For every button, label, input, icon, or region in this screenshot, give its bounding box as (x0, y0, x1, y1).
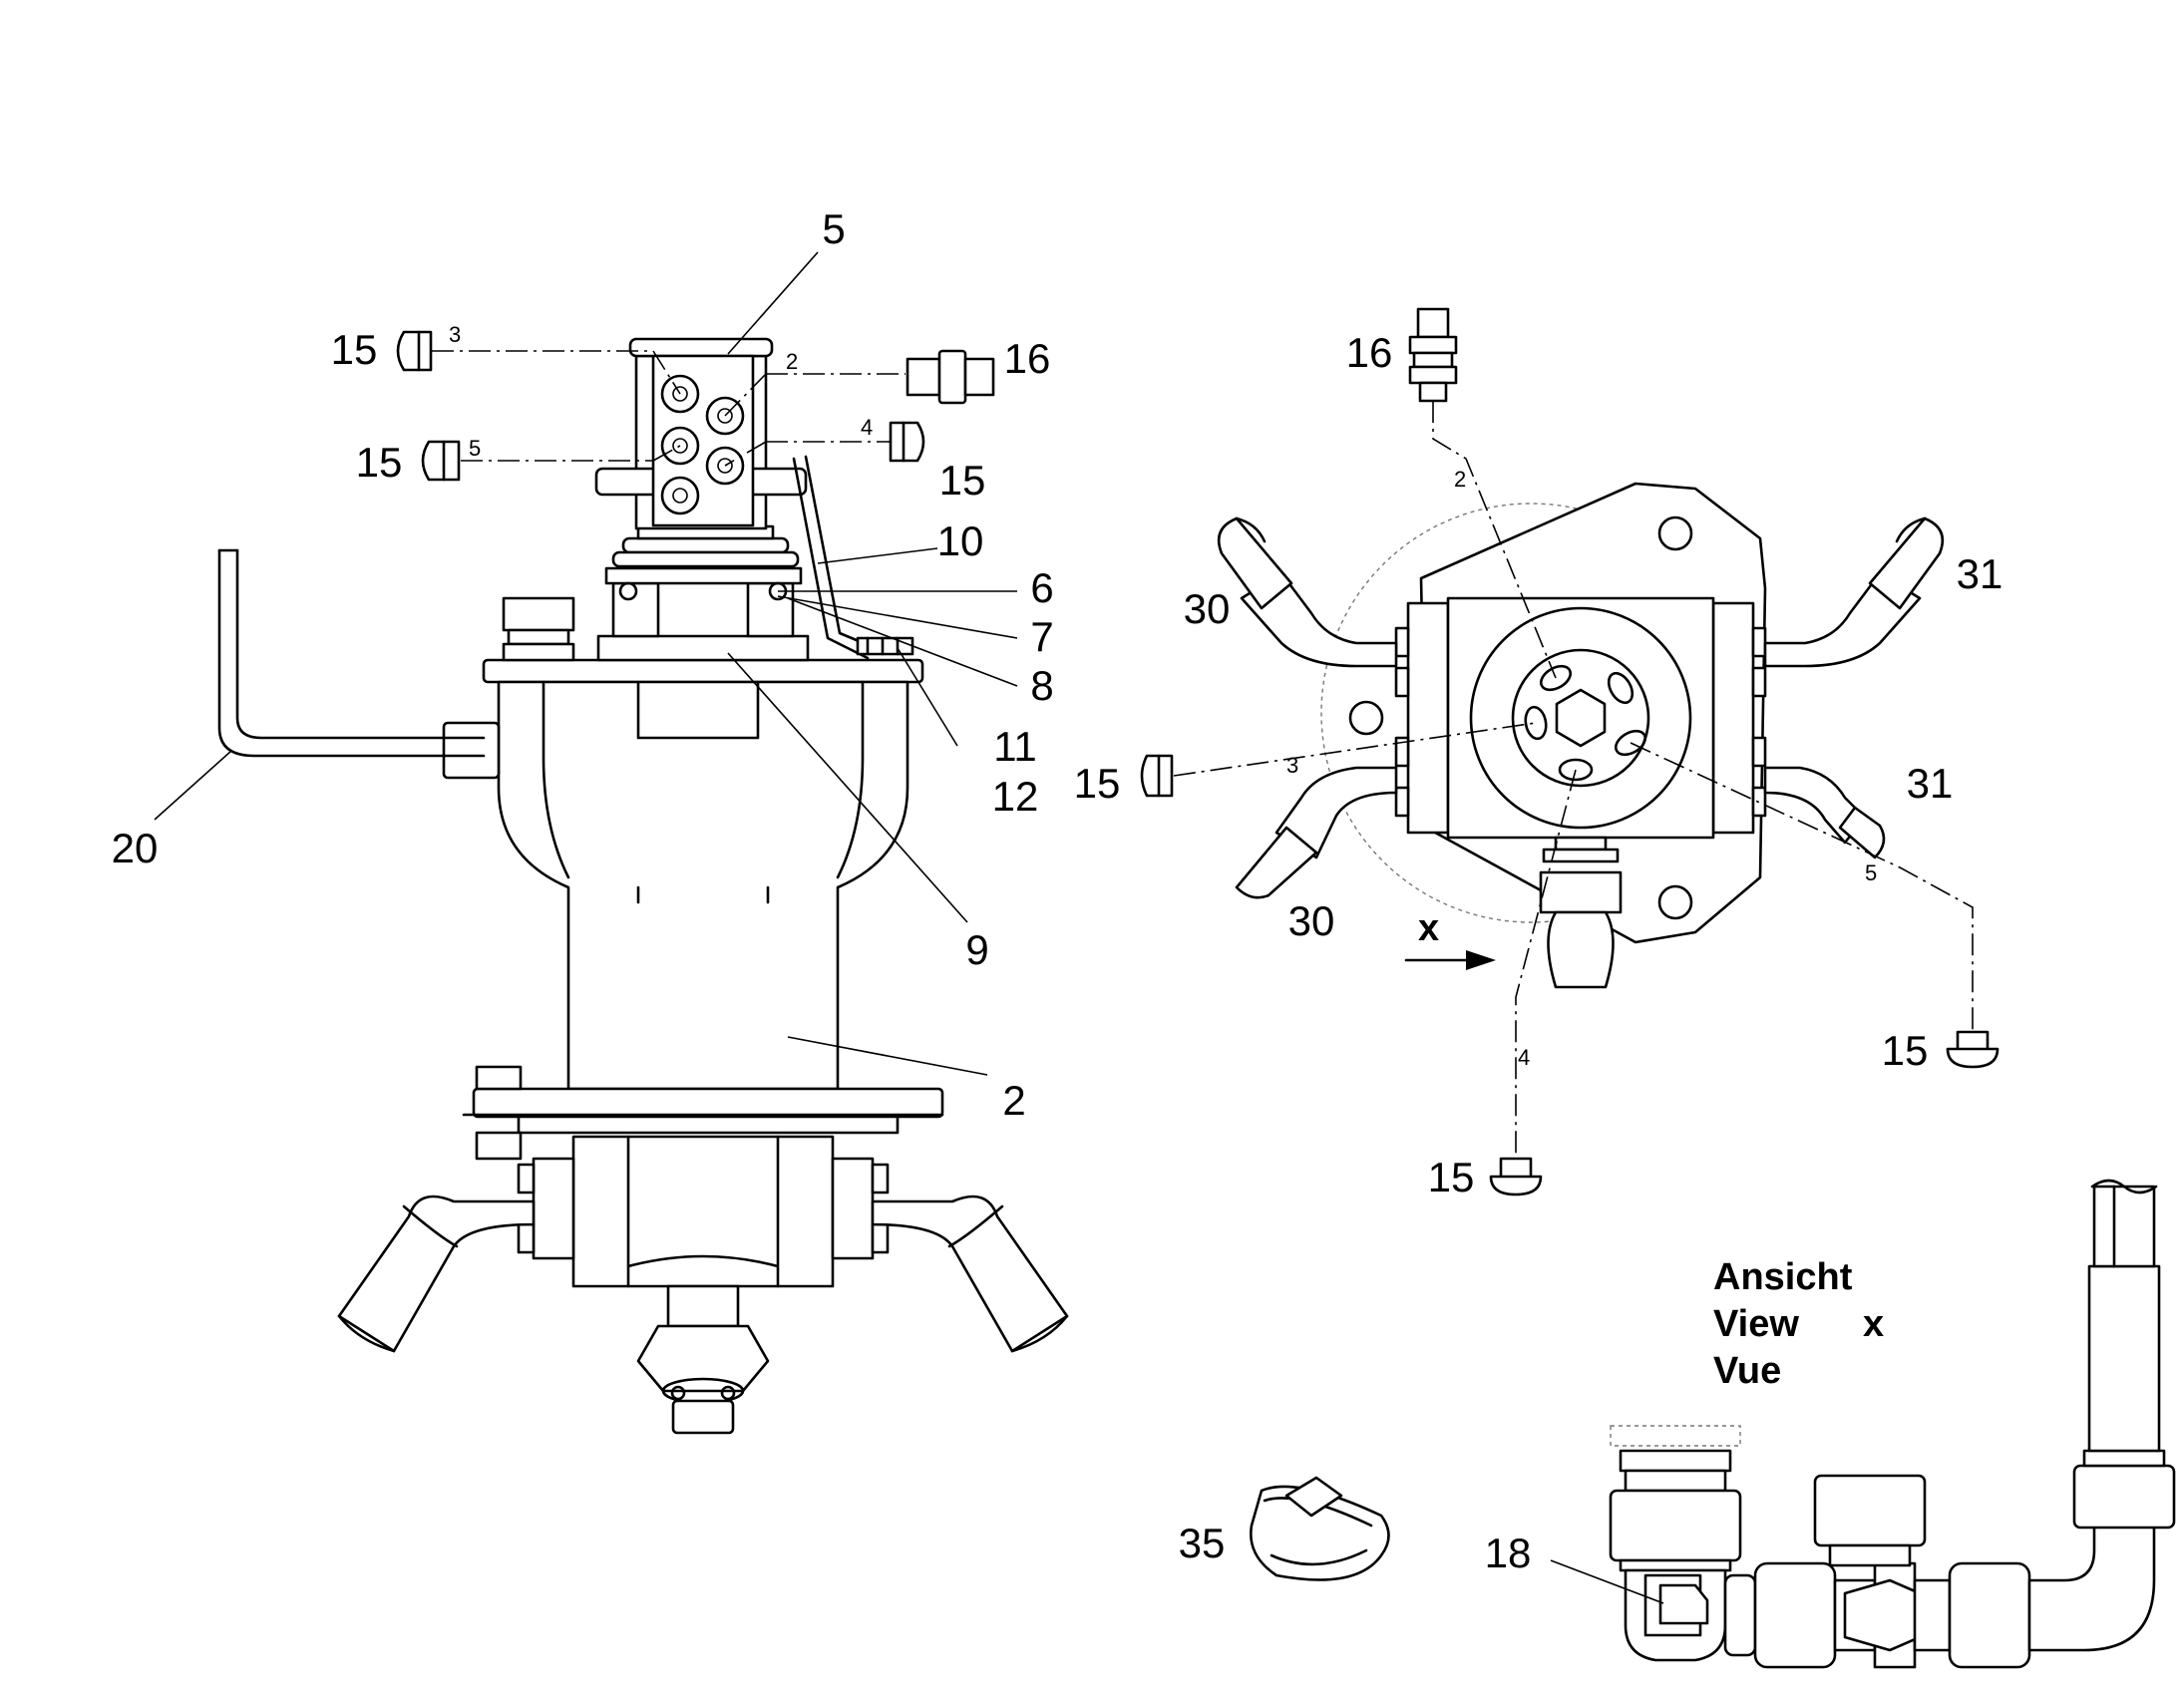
callout-35: 35 (1179, 1520, 1226, 1566)
callout-15-mid-left: 15 (356, 439, 403, 486)
callout-2: 2 (1002, 1077, 1025, 1124)
leader-lines (154, 251, 1664, 1604)
port-mark-4-right: 4 (1518, 1045, 1530, 1070)
view-label-letter: x (1863, 1303, 1884, 1345)
callout-20: 20 (112, 825, 159, 871)
port-marks: 3 2 4 5 2 3 4 5 (449, 322, 1877, 1070)
callout-11: 11 (993, 723, 1037, 770)
callout-18: 18 (1485, 1530, 1532, 1576)
detail-view-x (1249, 1179, 2176, 1669)
port-mark-4-left: 4 (861, 415, 873, 440)
view-label-ansicht: Ansicht (1713, 1256, 1853, 1298)
callout-15-view-right: 15 (1882, 1027, 1929, 1074)
callout-15-view-bottom: 15 (1428, 1154, 1475, 1200)
port-mark-3-left: 3 (449, 322, 461, 347)
view-labels: x Ansicht View x Vue (1418, 907, 1884, 1392)
callout-7: 7 (1030, 613, 1053, 660)
pump-assembly-side-view (217, 330, 1069, 1435)
callout-30-top: 30 (1184, 585, 1231, 632)
callout-10: 10 (937, 517, 984, 564)
port-mark-3-right: 3 (1286, 753, 1298, 778)
callout-30-bottom: 30 (1288, 897, 1335, 944)
callout-16-right: 16 (1346, 329, 1393, 376)
callout-5: 5 (822, 205, 845, 252)
port-mark-2-left: 2 (786, 349, 798, 374)
callout-15-right: 15 (939, 457, 986, 504)
callout-31-top: 31 (1957, 550, 2003, 597)
port-mark-2-right: 2 (1454, 467, 1466, 492)
callout-labels: 5 15 15 15 16 10 6 7 8 11 12 20 9 2 16 3… (112, 205, 2003, 1576)
view-arrow-letter: x (1418, 907, 1439, 949)
callout-9: 9 (965, 926, 988, 973)
callout-15-view-left: 15 (1074, 760, 1121, 807)
pump-assembly-top-view (1140, 307, 1999, 1196)
callout-16-left: 16 (1004, 335, 1051, 382)
view-label-view: View (1713, 1303, 1799, 1345)
callout-8: 8 (1030, 662, 1053, 709)
port-mark-5-left: 5 (469, 436, 481, 461)
callout-6: 6 (1030, 564, 1053, 611)
callout-31-bottom: 31 (1907, 760, 1954, 807)
view-label-vue: Vue (1713, 1350, 1781, 1392)
callout-15-top-left: 15 (331, 326, 378, 373)
callout-12: 12 (992, 773, 1039, 820)
port-mark-5-right: 5 (1865, 860, 1877, 885)
